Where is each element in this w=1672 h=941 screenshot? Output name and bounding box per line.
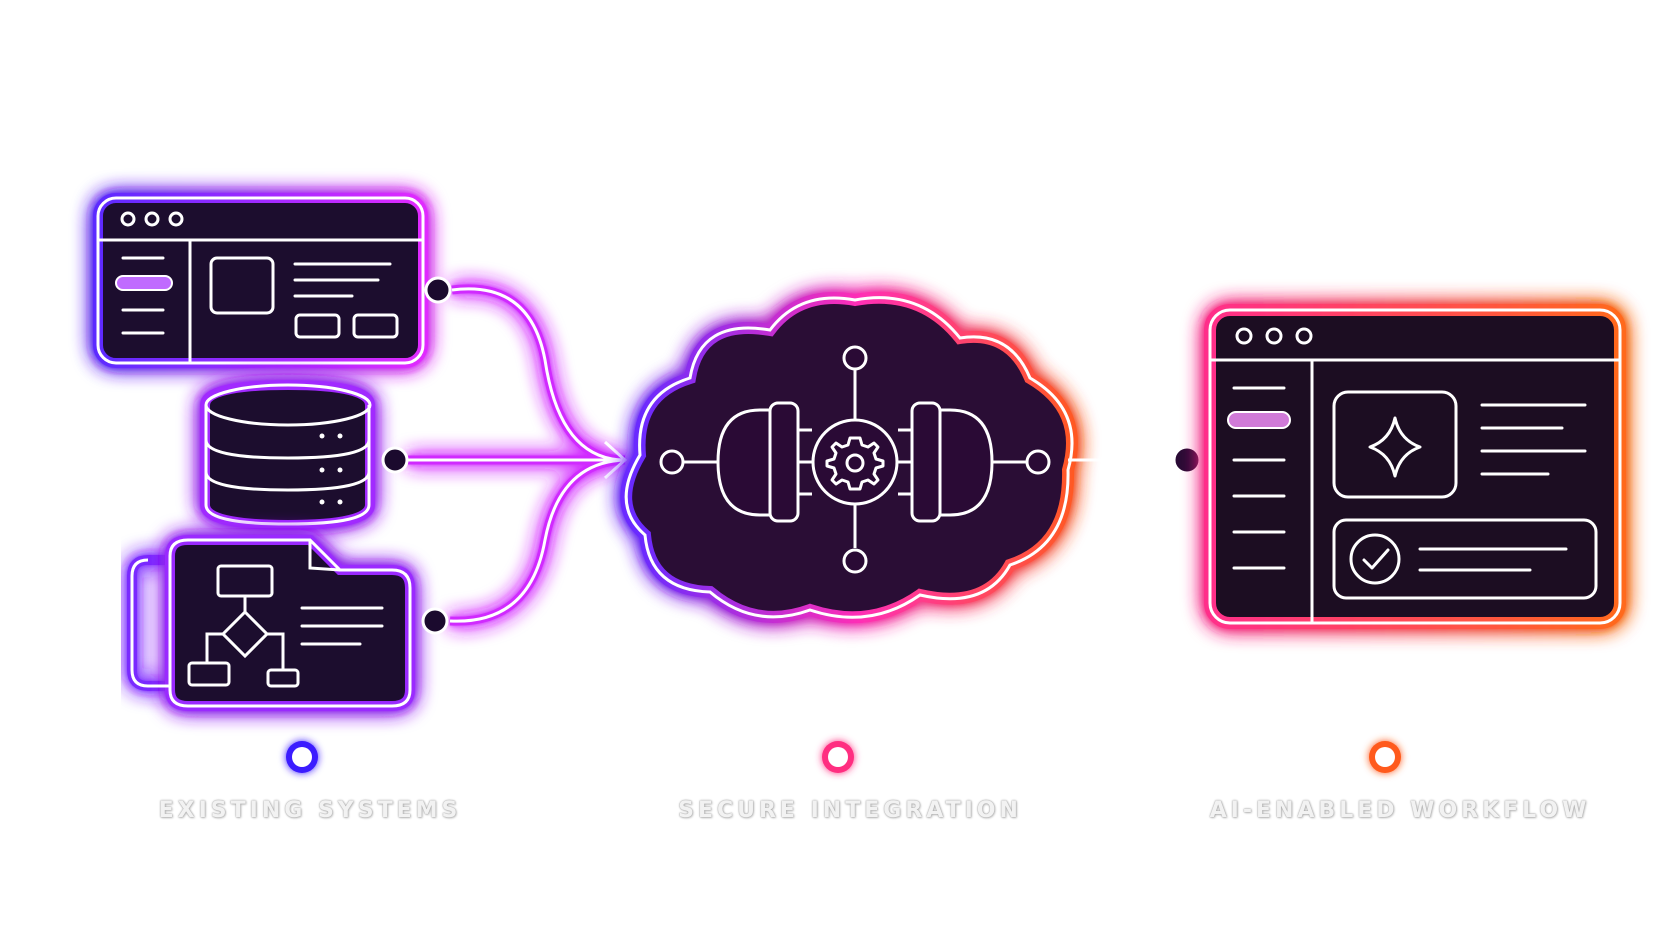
gear-icon (811, 418, 899, 506)
timeline-segment-ai (1130, 741, 1620, 773)
stage-label-ai-enabled-workflow: AI-ENABLED WORKFLOW (1209, 798, 1591, 823)
check-circle-icon (1349, 533, 1401, 585)
app-window-icon (93, 193, 428, 368)
sparkle-icon (1368, 416, 1422, 478)
stage-timeline (60, 741, 1620, 773)
timeline-segment-secure (575, 741, 1108, 773)
cloud-plug-gear-icon (620, 291, 1078, 624)
stage-label-secure-integration: SECURE INTEGRATION (678, 798, 1022, 823)
flowchart-document-icon (127, 535, 415, 711)
database-icon (200, 379, 375, 531)
timeline-segment-existing (60, 741, 553, 773)
input-connectors (381, 276, 628, 635)
output-connector (1068, 445, 1202, 475)
ai-app-window-icon (1204, 304, 1626, 629)
stage-label-existing-systems: EXISTING SYSTEMS (158, 798, 462, 823)
